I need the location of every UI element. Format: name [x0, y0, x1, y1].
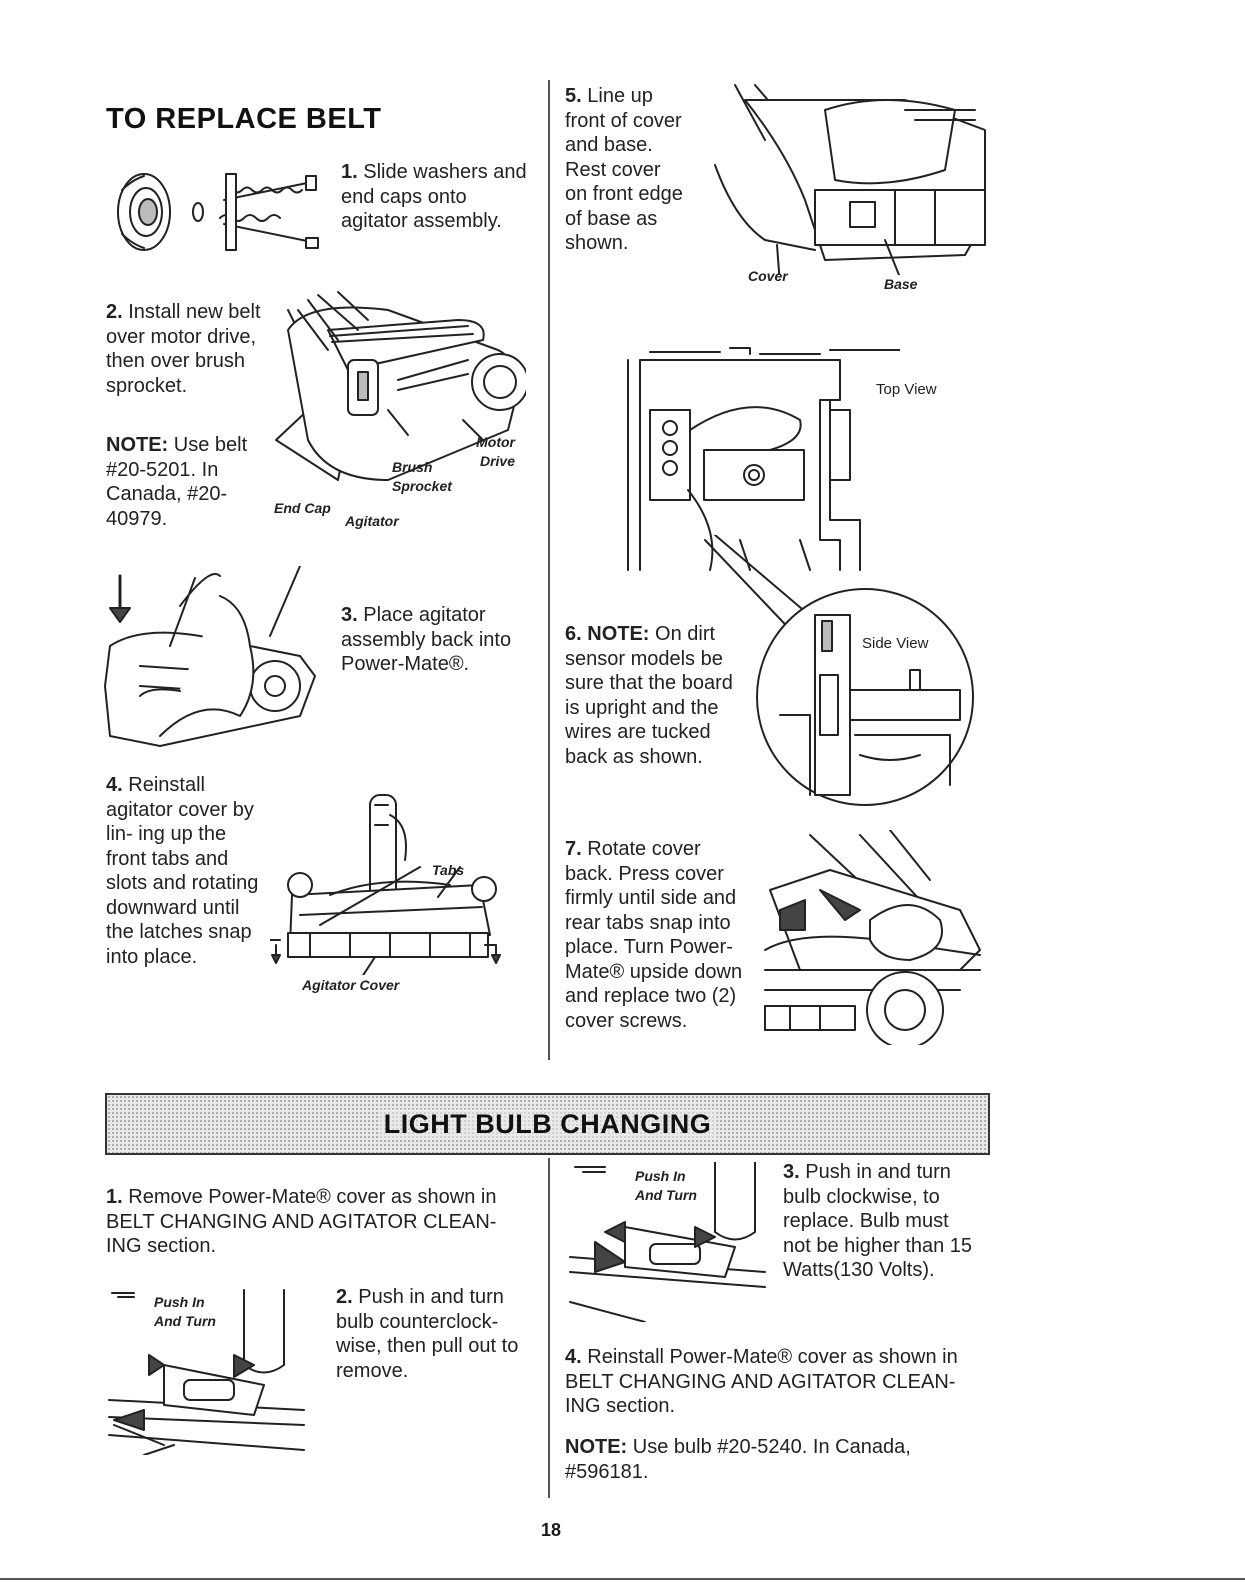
page-bottom-rule [0, 1578, 1245, 1580]
bulb-install-illustration [569, 1162, 766, 1322]
label-tabs: Tabs [432, 862, 465, 878]
callout-lines [704, 535, 816, 641]
page-number: 18 [541, 1520, 562, 1540]
dirt-sensor-side-view-illustration [756, 588, 974, 806]
label-push-in-turn-right: Push In And Turn [635, 1168, 697, 1203]
belt-install-illustration [275, 291, 526, 481]
bulb-step-3: 3. Push in and turn bulb clockwise, to r… [783, 1161, 973, 1281]
bulb-remove-illustration [108, 1289, 305, 1455]
label-side-view: Side View [862, 635, 929, 652]
bulb-note: NOTE: Use bulb #20-5240. In Canada, #596… [565, 1436, 911, 1483]
belt-step-7: 7. Rotate cover back. Press cover firmly… [565, 838, 743, 1032]
belt-step-2: 2. Install new belt over motor drive, th… [106, 301, 261, 397]
label-top-view: Top View [876, 381, 937, 398]
belt-step-1: 1. Slide washers and end caps onto agita… [341, 161, 527, 232]
end-cap-washer-illustration [117, 173, 319, 251]
section-title: TO REPLACE BELT [106, 103, 382, 135]
label-cover: Cover [748, 268, 788, 284]
belt-step-5: 5. Line up front of cover and base. Rest… [565, 85, 683, 254]
column-divider-top [548, 80, 550, 1060]
label-base: Base [884, 276, 918, 292]
belt-step-4: 4. Reinstall agitator cover by lin- ing … [106, 774, 259, 968]
label-push-in-turn-left: Push In And Turn [154, 1294, 216, 1329]
agitator-cover-illustration [270, 794, 501, 975]
bulb-step-2: 2. Push in and turn bulb counterclock- w… [336, 1286, 519, 1382]
agitator-placement-illustration [104, 566, 316, 747]
section-banner: LIGHT BULB CHANGING [105, 1093, 990, 1155]
bulb-step-1: 1. Remove Power-Mate® cover as shown in … [106, 1186, 497, 1257]
belt-step-3: 3. Place agitator assembly back into Pow… [341, 604, 512, 675]
column-divider-bottom [548, 1158, 550, 1498]
label-end-cap: End Cap [274, 500, 331, 516]
cover-base-alignment-illustration [714, 84, 986, 275]
bulb-step-4: 4. Reinstall Power-Mate® cover as shown … [565, 1346, 958, 1417]
label-brush-sprocket: Brush Sprocket [392, 459, 452, 494]
belt-note: NOTE: Use belt #20-5201. In Canada, #20-… [106, 434, 248, 530]
label-agitator: Agitator [345, 513, 399, 529]
banner-title: LIGHT BULB CHANGING [377, 1108, 718, 1140]
dirt-sensor-top-view-illustration [627, 347, 900, 571]
label-motor-drive: Motor Drive [476, 434, 515, 469]
label-agitator-cover: Agitator Cover [302, 977, 400, 993]
belt-step-6: 6. NOTE: On dirt sensor models be sure t… [565, 623, 733, 768]
rotate-cover-illustration [764, 830, 981, 1045]
